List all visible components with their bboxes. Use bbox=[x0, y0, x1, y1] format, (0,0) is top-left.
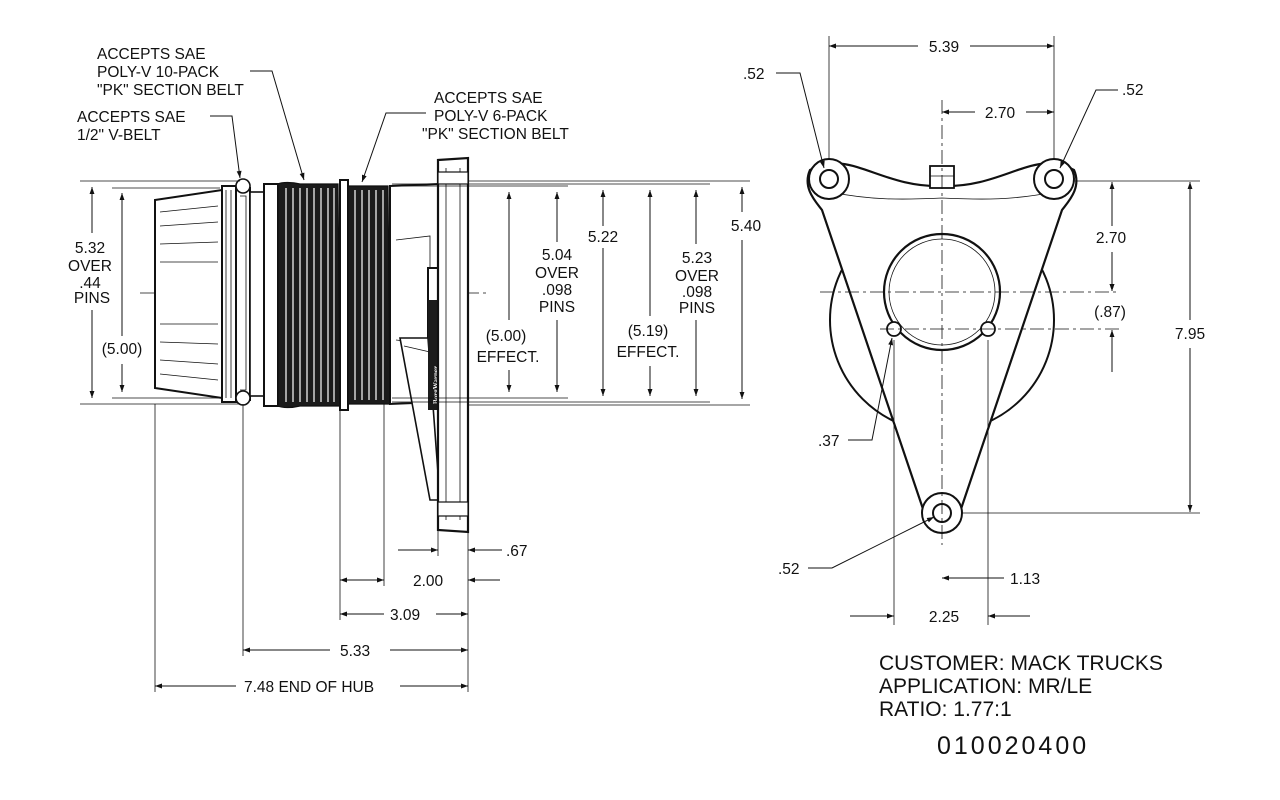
dim-2-70-horizontal: 2.70 bbox=[985, 105, 1016, 122]
dim-5-22: 5.22 bbox=[588, 229, 618, 246]
dim-0-87: (.87) bbox=[1094, 304, 1126, 321]
poly-v-10-pack-pulley bbox=[277, 181, 341, 409]
front-leaders bbox=[776, 72, 1118, 569]
dim-5-32-pins: PINS bbox=[74, 290, 110, 307]
v-belt-label-line1: ACCEPTS SAE bbox=[77, 109, 186, 126]
dim-5-39: 5.39 bbox=[929, 39, 959, 56]
dim-hole-bottom: .52 bbox=[778, 561, 800, 578]
dim-hole-right-top: .52 bbox=[1122, 82, 1144, 99]
poly-v-10-label-line3: "PK" SECTION BELT bbox=[97, 82, 244, 99]
v-belt-pulley bbox=[154, 178, 265, 406]
brand-mark: BorgWarner bbox=[432, 366, 440, 404]
poly-v-6-label-line3: "PK" SECTION BELT bbox=[422, 126, 569, 143]
dim-3-09: 3.09 bbox=[390, 607, 420, 624]
dim-5-32-pin-size: .44 bbox=[79, 275, 101, 292]
hole-top-right bbox=[1044, 169, 1064, 189]
poly-v-6-pack-pulley bbox=[347, 185, 391, 405]
mounting-flange bbox=[436, 156, 470, 534]
dim-5-04-pin-size: .098 bbox=[542, 282, 572, 299]
dim-5-04-over: OVER bbox=[535, 265, 579, 282]
dim-5-40: 5.40 bbox=[731, 218, 762, 235]
dim-0-67: .67 bbox=[506, 543, 528, 560]
poly-v-10-label-line1: ACCEPTS SAE bbox=[97, 46, 206, 63]
pin-bottom bbox=[235, 390, 251, 406]
dim-2-25: 2.25 bbox=[929, 609, 959, 626]
dim-5-32-value: 5.32 bbox=[75, 240, 105, 257]
dim-hole-left-top: .52 bbox=[743, 66, 765, 83]
side-extension-lines bbox=[80, 180, 750, 692]
poly-v-10-label-line2: POLY-V 10-PACK bbox=[97, 64, 220, 81]
dim-ref-5-00-left: (5.00) bbox=[102, 341, 143, 358]
dim-effect-5-19-value: (5.19) bbox=[628, 323, 669, 340]
dim-5-33: 5.33 bbox=[340, 643, 370, 660]
dim-7-95: 7.95 bbox=[1175, 326, 1205, 343]
info-block: CUSTOMER: MACK TRUCKS APPLICATION: MR/LE… bbox=[879, 652, 1163, 760]
application-line: APPLICATION: MR/LE bbox=[879, 675, 1092, 698]
dim-5-32-over: OVER bbox=[68, 258, 112, 275]
side-labels: ACCEPTS SAE 1/2" V-BELT ACCEPTS SAE POLY… bbox=[68, 46, 761, 696]
part-number: 010020400 bbox=[937, 732, 1089, 760]
front-dimensions bbox=[829, 43, 1193, 619]
dim-5-23-value: 5.23 bbox=[682, 250, 712, 267]
front-view: 5.39 .52 .52 2.70 2.70 (.87) 7.95 .37 .5… bbox=[743, 36, 1205, 626]
dim-5-23-over: OVER bbox=[675, 268, 719, 285]
dim-5-04-value: 5.04 bbox=[542, 247, 573, 264]
dim-effect-5-19-label: EFFECT. bbox=[617, 344, 680, 361]
dim-5-04-pins: PINS bbox=[539, 299, 575, 316]
dim-2-00: 2.00 bbox=[413, 573, 444, 590]
v-belt-label-line2: 1/2" V-BELT bbox=[77, 127, 161, 144]
poly-v-6-label-line1: ACCEPTS SAE bbox=[434, 90, 543, 107]
side-horizontal-dimensions bbox=[155, 547, 502, 689]
side-view: BorgWarner bbox=[68, 46, 761, 696]
customer-line: CUSTOMER: MACK TRUCKS bbox=[879, 652, 1163, 675]
dim-1-13: 1.13 bbox=[1010, 571, 1040, 588]
pin-top bbox=[235, 178, 251, 194]
dim-effect-5-00-label: EFFECT. bbox=[477, 349, 540, 366]
front-labels: 5.39 .52 .52 2.70 2.70 (.87) 7.95 .37 .5… bbox=[743, 39, 1205, 626]
dim-5-23-pins: PINS bbox=[679, 300, 715, 317]
dim-small-hole: .37 bbox=[818, 433, 840, 450]
dim-5-23-pin-size: .098 bbox=[682, 284, 712, 301]
poly-v-6-label-line2: POLY-V 6-PACK bbox=[434, 108, 548, 125]
dim-effect-5-00-value: (5.00) bbox=[486, 328, 527, 345]
side-vertical-dimensions bbox=[89, 187, 745, 399]
dim-2-70-vertical: 2.70 bbox=[1096, 230, 1127, 247]
hole-top-left bbox=[819, 169, 839, 189]
dim-7-48: 7.48 END OF HUB bbox=[244, 679, 374, 696]
housing: BorgWarner bbox=[389, 156, 470, 534]
ratio-line: RATIO: 1.77:1 bbox=[879, 698, 1012, 721]
side-leaders bbox=[210, 70, 426, 183]
